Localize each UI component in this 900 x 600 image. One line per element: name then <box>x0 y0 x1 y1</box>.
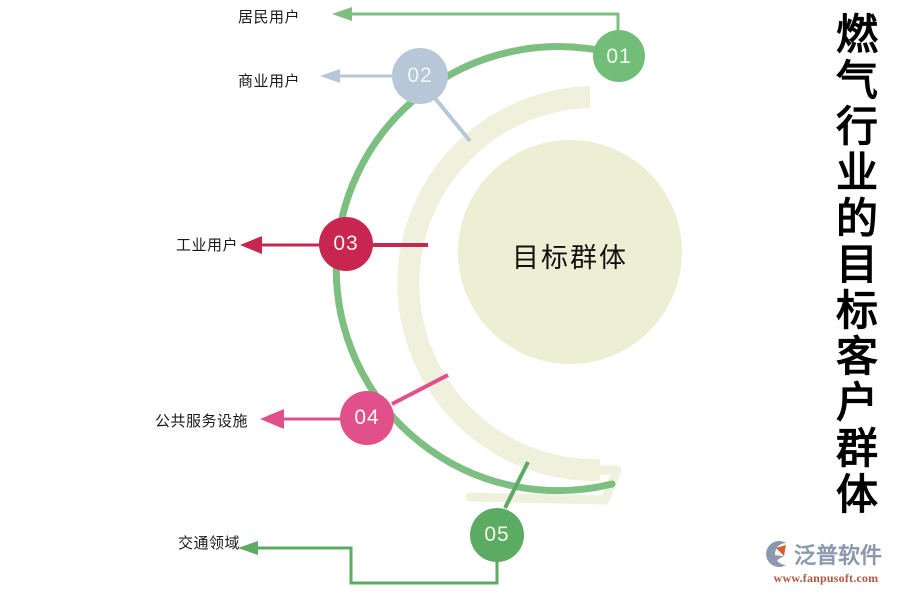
headline-char: 气 <box>835 57 878 104</box>
headline-char: 业 <box>835 149 878 196</box>
arrowhead-04 <box>260 409 284 429</box>
headline-char: 群 <box>835 425 878 472</box>
headline-char: 燃 <box>835 11 878 58</box>
center-label: 目标群体 <box>512 243 628 273</box>
arrowhead-01 <box>332 7 352 21</box>
headline-char: 户 <box>835 379 878 426</box>
inner-arc <box>397 86 601 482</box>
brand-name: 泛普软件 <box>794 543 883 568</box>
node-label-residential: 居民用户 <box>237 9 300 26</box>
headline-char: 的 <box>835 195 878 242</box>
node-label-transport: 交通领域 <box>177 535 240 552</box>
node-label-industrial: 工业用户 <box>175 237 238 254</box>
center-circle <box>458 140 682 364</box>
node-circle-01 <box>593 30 645 82</box>
arrowhead-05 <box>238 541 258 555</box>
node-label-commercial: 商业用户 <box>237 73 300 90</box>
headline-char: 标 <box>835 287 878 334</box>
spoke-05 <box>503 461 530 509</box>
node-circle-03 <box>319 217 373 271</box>
arrowhead-03 <box>240 236 262 254</box>
headline-char: 行 <box>835 103 878 150</box>
headline-char: 客 <box>835 333 878 380</box>
fanpu-logo-icon <box>766 541 786 567</box>
brand-url: www.fanpusoft.com <box>773 571 879 585</box>
brand-logo: 泛普软件 www.fanpusoft.com <box>760 538 892 590</box>
headline-char: 体 <box>835 471 878 518</box>
node-circle-05 <box>470 508 524 562</box>
headline-vertical: 燃 气 行 业 的 目 标 客 户 群 体 <box>826 12 888 572</box>
spoke-02 <box>432 95 472 143</box>
node-circle-02 <box>392 48 448 104</box>
arrowhead-02 <box>320 69 340 83</box>
headline-char: 目 <box>835 241 878 288</box>
connector-05 <box>258 546 499 585</box>
node-label-public-service: 公共服务设施 <box>154 413 248 430</box>
spoke-04 <box>391 373 449 406</box>
node-circle-04 <box>340 391 394 445</box>
